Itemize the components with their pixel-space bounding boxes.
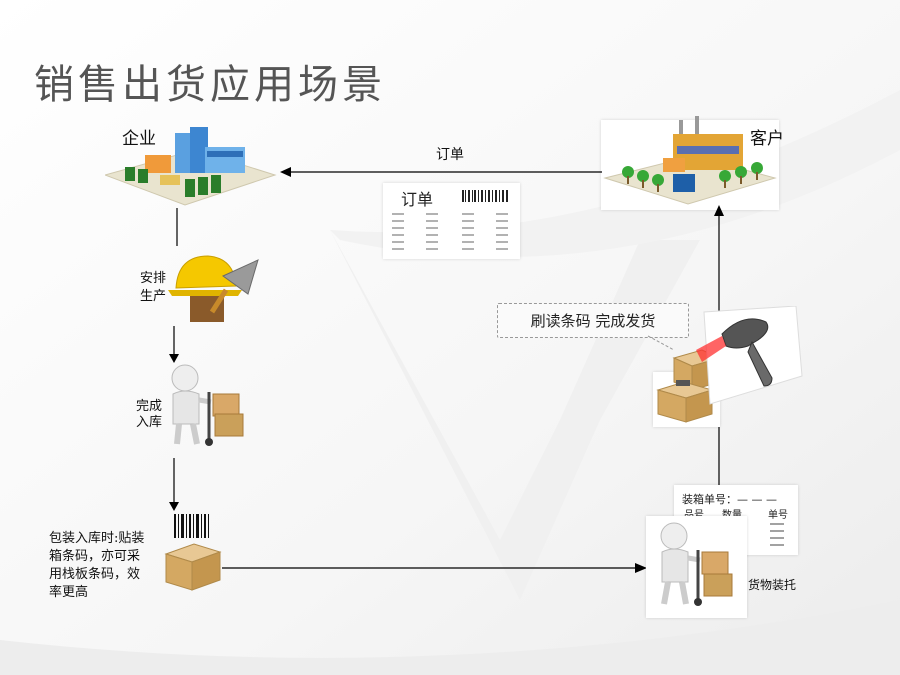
customer-label: 客户 <box>750 129 784 149</box>
customer-building-icon <box>603 116 777 205</box>
barcode-scanner-icon <box>696 306 803 405</box>
step-palletize-label: 货物装托 <box>748 578 797 592</box>
barcode-box-icon <box>164 514 222 591</box>
callout-pointer <box>647 335 675 351</box>
step-complete-storage-line2: 入库 <box>136 415 163 430</box>
step-pack-storage-line3: 用栈板条码，效 <box>49 567 141 582</box>
packing-list-col-order: 单号 <box>768 510 788 521</box>
factory-icon <box>105 127 277 206</box>
order-document-title: 订单 <box>401 190 434 209</box>
flow-arrow-1 <box>169 326 179 363</box>
step-complete-storage-line1: 完成 <box>136 399 163 414</box>
scan-callout: 刷读条码 完成发货 <box>497 303 689 338</box>
flow-arrow-3 <box>222 563 647 573</box>
packing-list-lines <box>770 523 784 546</box>
enterprise-connector-line <box>176 208 178 246</box>
order-arrow-label: 订单 <box>436 147 464 163</box>
step-pack-storage-line2: 箱条码，亦可采 <box>49 549 141 564</box>
enterprise-label: 企业 <box>122 129 156 149</box>
packing-list-col-item: 品号 <box>684 506 704 521</box>
step-arrange-production-line2: 生产 <box>140 289 167 304</box>
order-arrow <box>280 167 602 177</box>
order-document-lines <box>392 190 508 250</box>
page-title: 销售出货应用场景 <box>34 62 386 108</box>
packing-list-col-quantity: 数量 <box>722 506 742 521</box>
flow-arrow-2 <box>169 458 179 511</box>
worker-cart-icon <box>660 522 733 606</box>
step-pack-storage-line1: 包装入库时:贴装 <box>49 531 145 546</box>
worker-cart-icon <box>171 364 244 446</box>
step-pack-storage-line4: 率更高 <box>49 585 89 600</box>
helmet-trowel-icon <box>168 255 259 322</box>
step-arrange-production-line1: 安排 <box>140 271 167 286</box>
packing-list-title: 装箱单号：— — — <box>682 493 777 506</box>
